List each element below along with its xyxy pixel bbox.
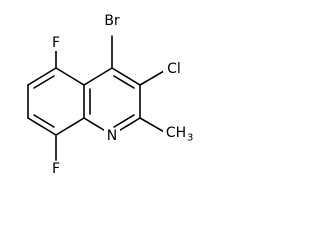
methyl-label-bg bbox=[163, 124, 197, 142]
bond-c8-c8a bbox=[55, 117, 85, 136]
fluoro-bottom-label-bg bbox=[50, 161, 63, 177]
bond-c5-c6-inner bbox=[33, 75, 55, 89]
bromo-label: Br bbox=[104, 13, 120, 29]
nitrogen-label-bg bbox=[104, 128, 120, 145]
fluoro-bottom-label: F bbox=[52, 161, 60, 177]
bond-c5-c6 bbox=[27, 67, 57, 86]
bond-c2-n1-inner bbox=[113, 114, 135, 128]
bond-c3-cl bbox=[139, 70, 165, 86]
fluoro-top-label: F bbox=[52, 35, 60, 51]
methyl-label: CH bbox=[166, 125, 186, 141]
chloro-label: Cl bbox=[167, 61, 181, 77]
bromo-label-bg bbox=[101, 12, 124, 29]
chloro-label-bg bbox=[163, 60, 184, 77]
bond-c2-methyl bbox=[139, 117, 167, 134]
quinoline-structure-diagram: Br Cl N CH 3 F F bbox=[27, 12, 197, 177]
bond-c4a-c5 bbox=[55, 67, 85, 86]
structure-canvas: Br Cl N CH 3 F F bbox=[27, 12, 197, 177]
bond-c4-c4a bbox=[83, 67, 113, 86]
fluoro-top-label-bg bbox=[50, 35, 63, 51]
bond-c7-c8-inner bbox=[33, 114, 55, 128]
bond-c4-c3 bbox=[111, 67, 141, 86]
bond-c4-c3-inner bbox=[113, 75, 135, 89]
bond-c7-c8 bbox=[27, 117, 57, 136]
methyl-subscript: 3 bbox=[187, 133, 193, 144]
ring-nitrogen-label: N bbox=[107, 128, 117, 144]
